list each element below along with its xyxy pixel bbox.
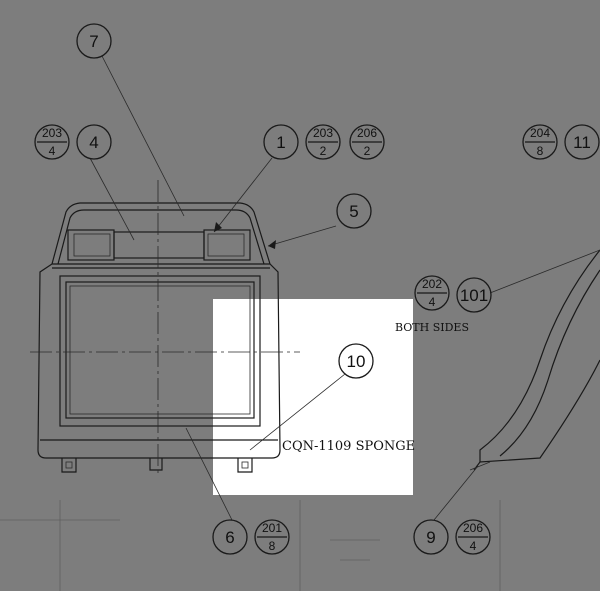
- background-details: [0, 500, 501, 591]
- callout-9-number: 9: [426, 528, 435, 547]
- callout-11-number: 11: [573, 133, 591, 152]
- callout-1-ref2-top: 206: [357, 126, 377, 140]
- highlight-box: [213, 299, 413, 495]
- callout-11-ref-top: 204: [530, 126, 550, 140]
- callout-6: 6 201 8: [212, 519, 290, 555]
- callout-4-ref-top: 203: [42, 126, 62, 140]
- callout-6-number: 6: [225, 528, 234, 547]
- arrowhead-1: [214, 222, 222, 232]
- arrowhead-5: [268, 240, 276, 249]
- callout-1-ref1-bottom: 2: [320, 144, 327, 158]
- callout-5-number: 5: [349, 202, 358, 221]
- callout-1: 1 203 2 206 2: [263, 124, 385, 160]
- callout-6-ref-top: 201: [262, 521, 282, 535]
- callout-101-ref-bottom: 4: [429, 295, 436, 309]
- callout-4-number: 4: [89, 133, 98, 152]
- callout-7: 7: [76, 23, 112, 59]
- callout-9-ref-top: 206: [463, 521, 483, 535]
- callout-11-ref-bottom: 8: [537, 144, 544, 158]
- callout-9-ref-bottom: 4: [470, 539, 477, 553]
- side-panel: [469, 249, 600, 471]
- callout-10: 10: [338, 343, 374, 379]
- callout-1-number: 1: [276, 133, 285, 152]
- note-sponge: CQN-1109 SPONGE: [282, 439, 415, 454]
- callout-101-number: 101: [460, 286, 488, 305]
- callout-11: 204 8 11: [522, 124, 600, 160]
- leader-lines: [89, 55, 600, 521]
- callout-4-ref-bottom: 4: [49, 144, 56, 158]
- callout-101-ref-top: 202: [422, 277, 442, 291]
- callout-1-ref1-top: 203: [313, 126, 333, 140]
- callout-6-ref-bottom: 8: [269, 539, 276, 553]
- callout-1-ref2-bottom: 2: [364, 144, 371, 158]
- callout-7-number: 7: [89, 32, 98, 51]
- callout-101: 202 4 101: [414, 275, 492, 313]
- front-panel: [30, 180, 300, 476]
- note-both-sides: BOTH SIDES: [395, 321, 469, 334]
- callout-10-number: 10: [347, 352, 366, 371]
- callout-4: 203 4 4: [34, 124, 112, 160]
- callout-9: 9 206 4: [413, 519, 491, 555]
- callout-5: 5: [336, 193, 372, 229]
